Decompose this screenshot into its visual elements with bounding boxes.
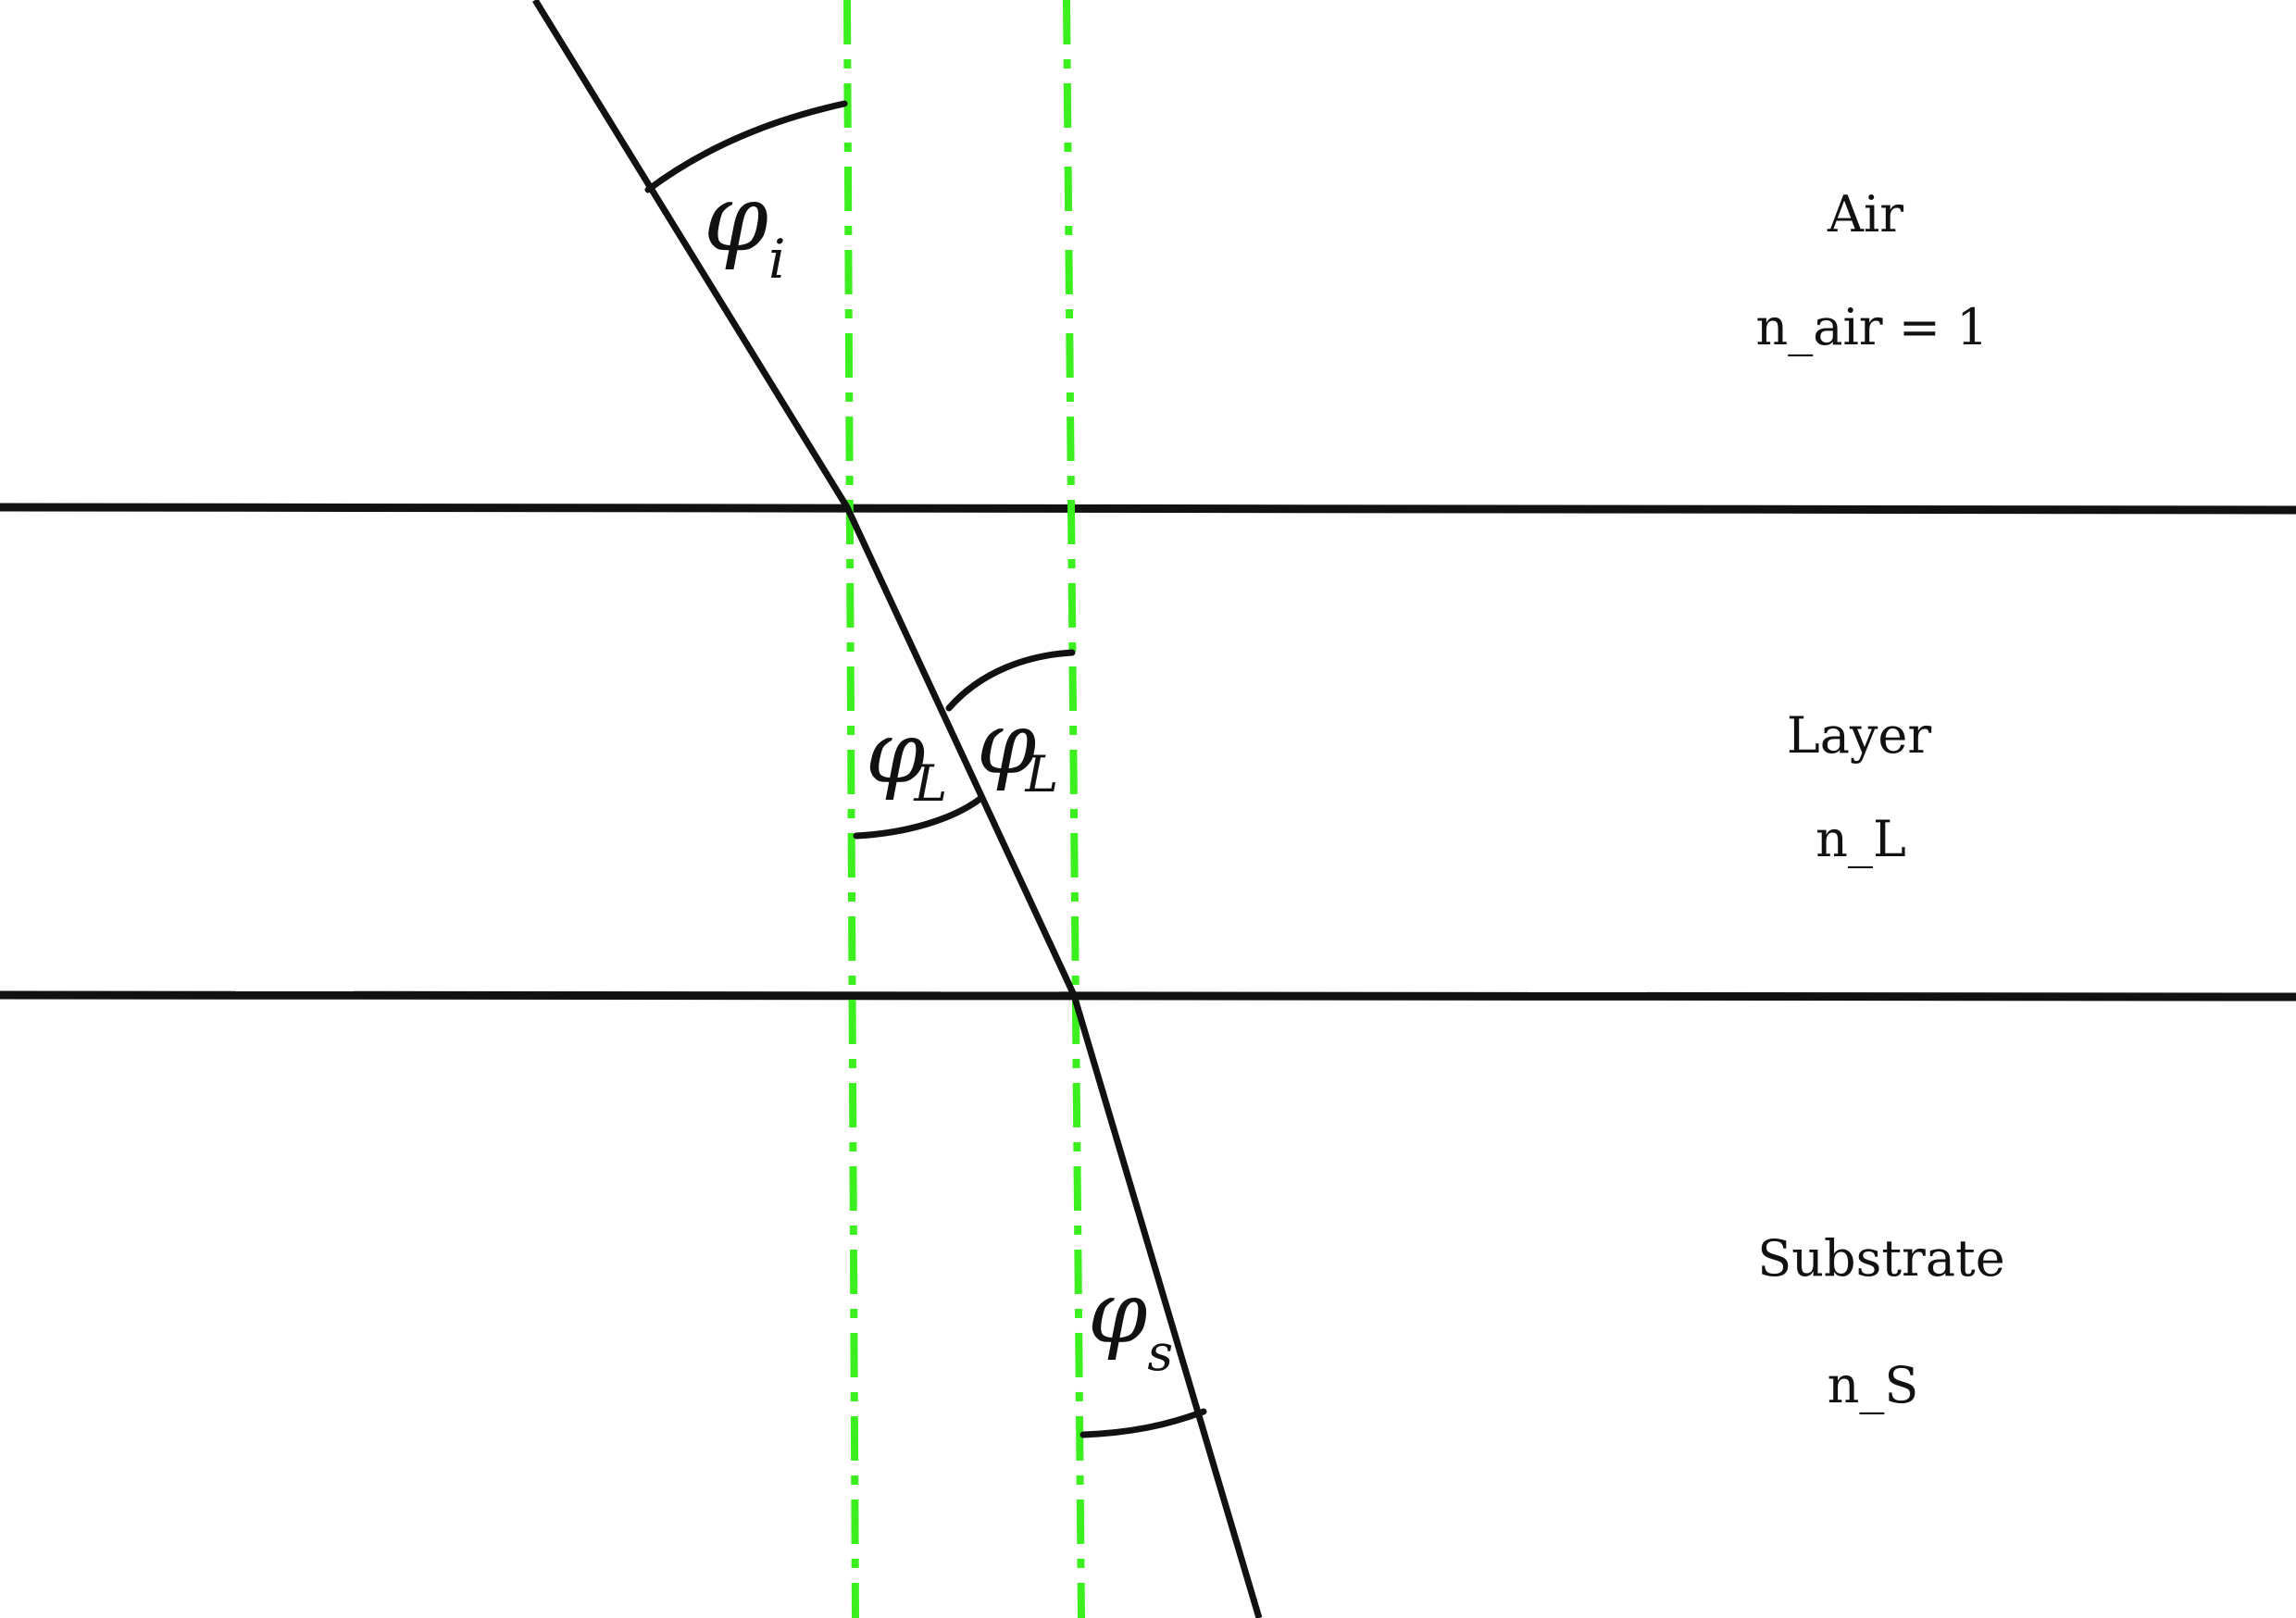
layer-substrate-interface bbox=[0, 990, 2296, 1002]
angle-arc-layer-right bbox=[945, 649, 1076, 712]
angle-label-substrate: φs bbox=[1088, 1263, 1173, 1382]
angle-arc-layer-left bbox=[853, 794, 985, 840]
substrate-index-label: n_S bbox=[1827, 1356, 1919, 1414]
light-ray bbox=[532, 0, 1263, 1618]
angle-label-layer-right: φL bbox=[977, 694, 1058, 803]
air-index-label: n_air = 1 bbox=[1755, 298, 1989, 356]
air-layer-interface bbox=[0, 503, 2296, 515]
angle-label-layer-left: φL bbox=[866, 703, 947, 813]
normal-line-right bbox=[1063, 0, 1085, 1618]
angle-arc-substrate bbox=[1079, 1408, 1207, 1438]
angle-label-incident: φi bbox=[704, 164, 786, 291]
angle-arc-incident bbox=[644, 100, 848, 193]
substrate-label: Substrate bbox=[1757, 1229, 2005, 1288]
layer-index-label: n_L bbox=[1816, 810, 1906, 868]
layer-label: Layer bbox=[1786, 706, 1932, 765]
normal-line-left bbox=[843, 0, 859, 1618]
air-label: Air bbox=[1827, 185, 1904, 243]
